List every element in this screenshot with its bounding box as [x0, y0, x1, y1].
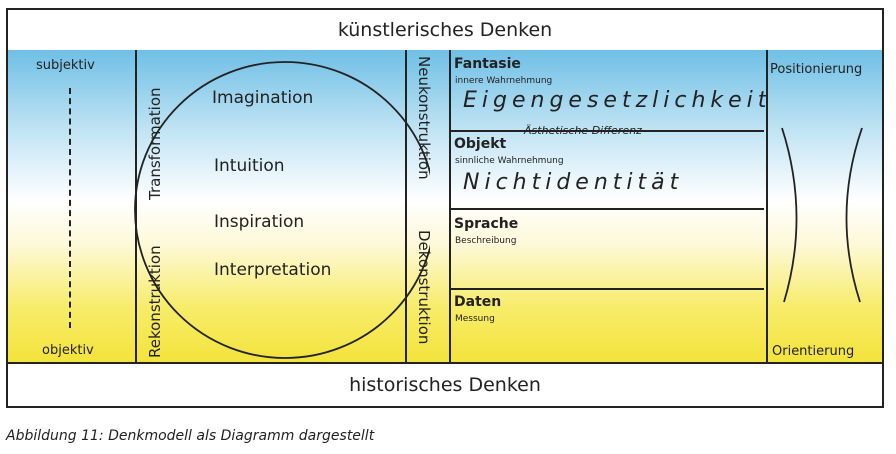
row-subtitle: Messung [455, 314, 495, 324]
row-title: Daten [454, 294, 502, 310]
column-divider [766, 50, 768, 364]
row-sprache: Sprache Beschreibung [449, 208, 764, 288]
parentheses-icon [781, 127, 863, 303]
figure-caption: Abbildung 11: Denkmodell als Diagramm da… [6, 428, 375, 444]
row-subtitle: Beschreibung [455, 236, 517, 246]
word-interpretation: Interpretation [214, 260, 332, 280]
circle [134, 61, 430, 359]
label-dekonstruktion: Dekonstruktion [415, 230, 433, 345]
label-objektiv: objektiv [42, 343, 94, 358]
dashed-line [69, 88, 71, 328]
word-imagination: Imagination [212, 88, 314, 108]
row-objekt: Objekt sinnliche Wahrnehmung Nichtidenti… [449, 130, 764, 208]
row-big-text: Nichtidentität [463, 170, 684, 195]
row-title: Objekt [454, 136, 507, 152]
label-positionierung: Positionierung [770, 62, 863, 77]
top-label: künstlerisches Denken [337, 19, 553, 41]
row-title: Sprache [454, 216, 519, 232]
row-big-text: Eigengesetzlichkeit [463, 88, 772, 113]
word-inspiration: Inspiration [214, 212, 305, 232]
top-band: künstlerisches Denken [6, 8, 884, 52]
column-transformation [135, 50, 179, 364]
column-konstruktion [405, 50, 451, 364]
label-subjektiv: subjektiv [36, 58, 95, 73]
word-intuition: Intuition [214, 156, 285, 176]
row-subtitle: sinnliche Wahrnehmung [455, 156, 564, 166]
middle-band [6, 50, 884, 364]
bottom-label: historisches Denken [349, 374, 541, 396]
label-orientierung: Orientierung [772, 344, 855, 359]
row-title: Fantasie [454, 56, 521, 72]
row-daten: Daten Messung [449, 288, 764, 363]
row-subtitle: innere Wahrnehmung [455, 76, 553, 86]
bottom-band: historisches Denken [6, 362, 884, 408]
label-neukonstruktion: Neukonstruktion [415, 56, 433, 180]
row-fantasie: Fantasie innere Wahrnehmung Eigengesetzl… [449, 50, 766, 130]
